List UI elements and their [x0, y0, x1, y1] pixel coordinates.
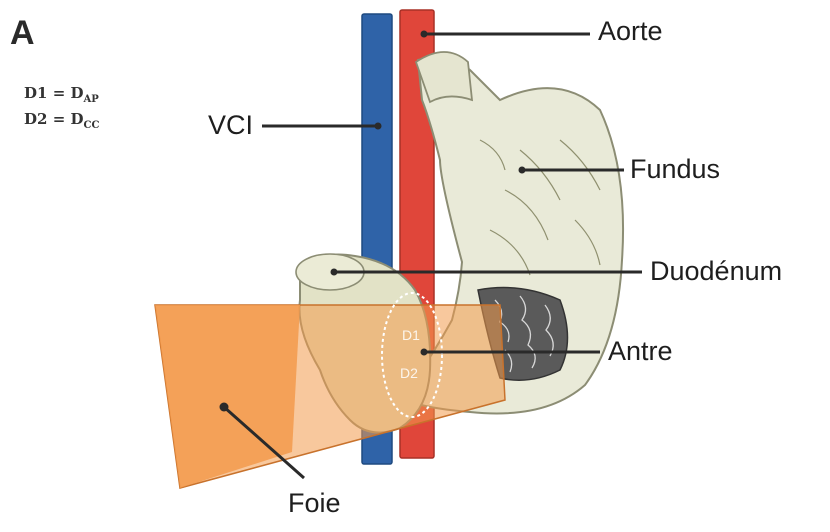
formula-d1-sub: AP — [84, 94, 99, 105]
section-mark-d2: D2 — [400, 365, 418, 381]
section-mark-d1: D1 — [402, 327, 420, 343]
label-vci: VCI — [208, 110, 253, 141]
formula-d1-d: D — [71, 84, 84, 102]
formula-d2-sub: CC — [84, 120, 100, 131]
formula-d1-lhs: D1 — [24, 84, 47, 102]
formula-d1-eq: = — [53, 84, 66, 102]
label-fundus: Fundus — [630, 154, 720, 185]
label-duodenum: Duodénum — [650, 256, 782, 287]
label-aorte: Aorte — [598, 16, 663, 47]
formula-d2: D2 = DCC — [24, 110, 99, 131]
formula-d1: D1 = DAP — [24, 84, 99, 105]
formula-d2-lhs: D2 — [24, 110, 47, 128]
label-foie: Foie — [288, 488, 341, 519]
formula-d2-d: D — [71, 110, 84, 128]
panel-letter: A — [10, 14, 35, 53]
label-antre: Antre — [608, 336, 673, 367]
formula-d2-eq: = — [53, 110, 66, 128]
